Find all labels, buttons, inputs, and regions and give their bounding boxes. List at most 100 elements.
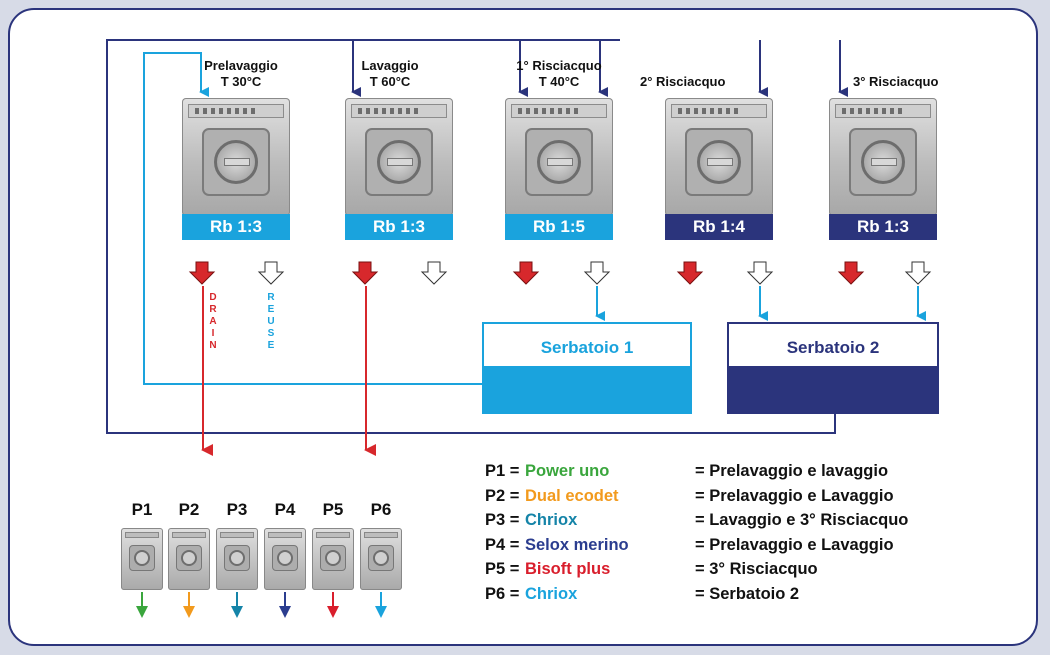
pump-unit (121, 528, 163, 590)
drain-arrow (512, 261, 540, 285)
pump-unit (360, 528, 402, 590)
legend-product: Selox merino (525, 535, 629, 554)
door-icon (202, 128, 270, 196)
machine-body (345, 98, 453, 216)
machine-body (182, 98, 290, 216)
ratio-badge: Rb 1:3 (182, 214, 290, 240)
machine-title: 3° Risciacquo (853, 74, 971, 90)
control-panel (220, 532, 254, 538)
drain-letter: N (209, 340, 217, 351)
door-icon (849, 128, 917, 196)
control-panel (511, 104, 607, 118)
washing-machine: Rb 1:3 (345, 98, 453, 240)
drain-letter: D (209, 292, 217, 303)
pump-unit (216, 528, 258, 590)
legend-use: = Prelavaggio e lavaggio (695, 462, 889, 480)
reuse-letter: E (267, 304, 275, 315)
machine-title: 2° Risciacquo (640, 74, 758, 90)
door-icon (320, 545, 346, 571)
machine-title: 1° Risciacquo T 40°C (500, 58, 618, 90)
pump-label: P1 (131, 500, 153, 519)
legend-use: = Prelavaggio e Lavaggio (695, 535, 894, 554)
pump-unit (168, 528, 210, 590)
pump-unit (312, 528, 354, 590)
legend-use: = Prelavaggio e Lavaggio (695, 486, 894, 505)
control-panel (316, 532, 350, 538)
control-panel (125, 532, 159, 538)
ratio-badge: Rb 1:4 (665, 214, 773, 240)
machine-title-line2: T 60°C (369, 74, 411, 89)
pump-unit (264, 528, 306, 590)
cyan-return-line (143, 52, 484, 385)
navy-return-line (106, 39, 836, 434)
reuse-arrow (583, 261, 611, 285)
legend-use: = Serbatoio 2 (695, 584, 800, 603)
tank-title: Serbatoio 2 (729, 324, 937, 372)
drain-arrow (676, 261, 704, 285)
washing-machine: Rb 1:5 (505, 98, 613, 240)
control-panel (671, 104, 767, 118)
ratio-badge: Rb 1:5 (505, 214, 613, 240)
legend-pump: P2 = (485, 486, 520, 505)
reuse-letter: U (267, 316, 275, 327)
door-icon (224, 545, 250, 571)
machine-title-line2: T 40°C (538, 74, 580, 89)
washing-machine: Rb 1:3 (182, 98, 290, 240)
legend-pump: P4 = (485, 535, 520, 554)
tank-serbatoio-1: Serbatoio 1 (482, 322, 692, 414)
reuse-arrow (746, 261, 774, 285)
reuse-arrow (257, 261, 285, 285)
tank-serbatoio-2: Serbatoio 2 (727, 322, 939, 414)
control-panel (835, 104, 931, 118)
ratio-badge: Rb 1:3 (829, 214, 937, 240)
door-icon (129, 545, 155, 571)
machine-title-line1: 1° Risciacquo (516, 58, 602, 73)
pump-arrow-icon (231, 592, 243, 618)
door-icon (685, 128, 753, 196)
drain-arrow (351, 261, 379, 285)
drain-letter: R (209, 304, 217, 315)
legend-product: Bisoft plus (525, 560, 611, 578)
pump-label: P5 (322, 500, 344, 519)
door-icon (272, 545, 298, 571)
pump-arrow-icon (279, 592, 291, 618)
legend-product: Dual ecodet (525, 486, 619, 505)
ratio-badge: Rb 1:3 (345, 214, 453, 240)
reuse-arrow (904, 261, 932, 285)
door-icon (365, 128, 433, 196)
control-panel (351, 104, 447, 118)
drain-arrow (188, 261, 216, 285)
legend-product: Chriox (525, 584, 578, 603)
machine-title: Lavaggio T 60°C (340, 58, 440, 90)
control-panel (188, 104, 284, 118)
legend-pump: P1 = (485, 462, 520, 480)
pump-arrow-icon (327, 592, 339, 618)
machine-title-line2: T 30°C (220, 74, 262, 89)
reuse-arrow (420, 261, 448, 285)
machine-title-line1: 3° Risciacquo (853, 74, 939, 89)
drain-letter: A (209, 316, 217, 327)
door-icon (176, 545, 202, 571)
door-icon (525, 128, 593, 196)
machine-title-line1: 2° Risciacquo (640, 74, 726, 89)
tank-title: Serbatoio 1 (484, 324, 690, 372)
machine-body (505, 98, 613, 216)
pump-label: P2 (178, 500, 200, 519)
pump-arrow-icon (136, 592, 148, 618)
machine-body (665, 98, 773, 216)
reuse-letter: R (267, 292, 275, 303)
washing-machine: Rb 1:4 (665, 98, 773, 240)
pump-arrow-icon (183, 592, 195, 618)
pump-label: P3 (226, 500, 248, 519)
legend-pump: P3 = (485, 511, 520, 529)
control-panel (364, 532, 398, 538)
tank-fill (729, 366, 937, 412)
reuse-letter: S (267, 328, 275, 339)
drain-label: D R A I N (207, 292, 219, 352)
drain-letter: I (211, 328, 215, 339)
reuse-letter: E (267, 340, 275, 351)
reuse-label: R E U S E (265, 292, 277, 352)
legend-product: Power uno (525, 462, 610, 480)
